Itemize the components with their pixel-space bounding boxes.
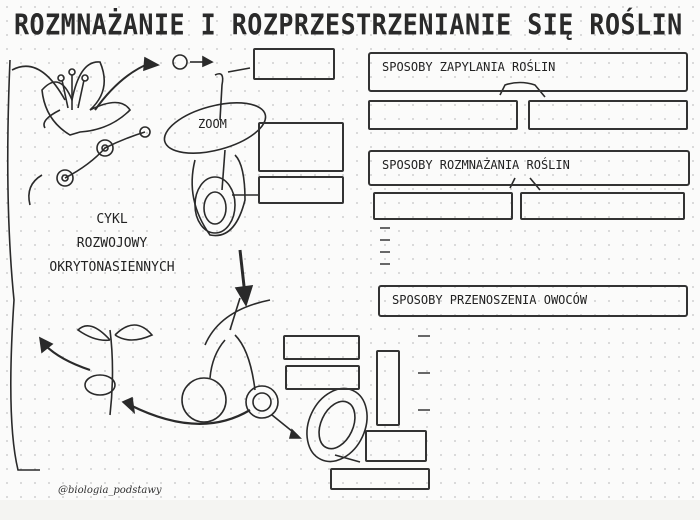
pistil-drawing — [214, 72, 224, 121]
credit-text: @biologia_podstawy — [58, 485, 162, 496]
answer-box[interactable] — [368, 100, 518, 130]
ovary-drawing — [191, 149, 258, 237]
section-heading: SPOSOBY PRZENOSZENIA OWOCÓW — [392, 293, 588, 307]
section-heading: SPOSOBY ZAPYLANIA ROŚLIN — [382, 60, 556, 74]
section-heading: SPOSOBY ROZMNAŻANIA ROŚLIN — [382, 158, 570, 172]
answer-box[interactable] — [365, 430, 427, 462]
answer-box[interactable] — [330, 468, 430, 490]
answer-box[interactable] — [376, 350, 400, 426]
seed-development-drawing — [181, 297, 368, 463]
answer-box[interactable] — [373, 192, 513, 220]
pollen-grain — [172, 54, 188, 70]
flower-drawing — [11, 56, 160, 136]
answer-box[interactable] — [285, 365, 360, 390]
small-flowers-drawing — [56, 126, 151, 187]
answer-box[interactable] — [528, 100, 688, 130]
cycle-arrow — [129, 404, 251, 425]
section-fruit-dispersal-banner: SPOSOBY PRZENOSZENIA OWOCÓW — [378, 285, 688, 317]
answer-box[interactable] — [258, 122, 344, 172]
zoom-label: ZOOM — [198, 117, 227, 131]
answer-box[interactable] — [283, 335, 360, 360]
answer-box[interactable] — [253, 48, 335, 80]
section-reproduction-banner: SPOSOBY ROZMNAŻANIA ROŚLIN — [368, 150, 690, 186]
bullet-arrows — [380, 227, 430, 411]
zoom-lens — [163, 102, 267, 154]
cycle-label: CYKL ROZWOJOWY OKRYTONASIENNYCH — [49, 212, 175, 275]
section-pollination-banner: SPOSOBY ZAPYLANIA ROŚLIN — [368, 52, 688, 92]
cycle-arrow — [44, 344, 91, 372]
stem-line — [6, 59, 40, 471]
page-title: ROZMNAŻANIE I ROZPRZESTRZENIANIE SIĘ ROŚ… — [14, 7, 683, 42]
answer-box[interactable] — [258, 176, 344, 204]
drawings — [6, 54, 546, 471]
seedling-drawing — [76, 324, 154, 416]
answer-box[interactable] — [520, 192, 685, 220]
worksheet: ROZMNAŻANIE I ROZPRZESTRZENIANIE SIĘ ROŚ… — [0, 0, 700, 500]
